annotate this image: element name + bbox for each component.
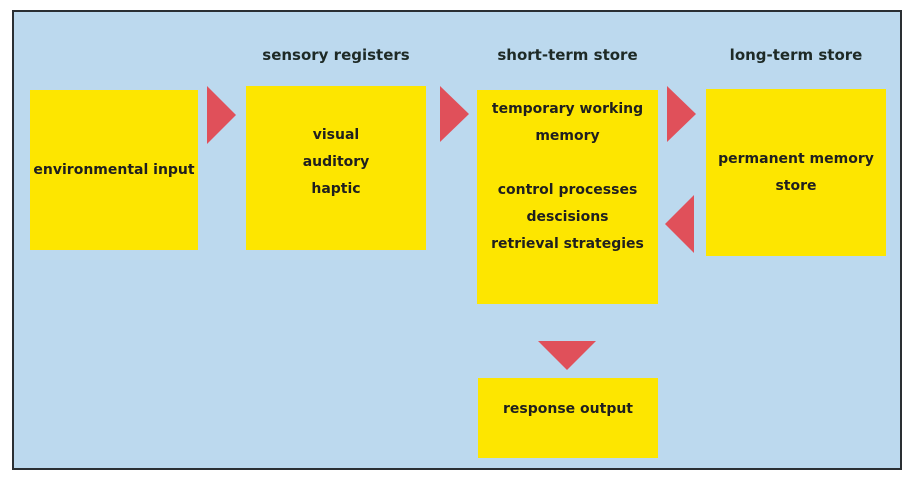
long-term-store-box: permanent memory store (706, 89, 886, 256)
sensory-registers-box: visual auditory haptic (246, 86, 426, 250)
environmental-input-label: environmental input (33, 161, 195, 178)
response-output-label: response output (503, 401, 633, 417)
header-sensory-registers: sensory registers (262, 46, 410, 64)
sensory-auditory-label: auditory (302, 154, 370, 170)
short-term-memory-label: memory (535, 128, 600, 144)
environmental-input-box: environmental input (30, 90, 198, 250)
long-term-permanent-label: permanent memory (718, 150, 874, 167)
sensory-haptic-label: haptic (311, 181, 361, 197)
response-output-box: response output (478, 378, 658, 458)
header-short-term-store: short-term store (497, 46, 638, 64)
sensory-visual-label: visual (312, 127, 360, 143)
short-term-retrieval-label: retrieval strategies (491, 236, 644, 252)
short-term-decisions-label: descisions (526, 209, 609, 225)
short-term-store-box: temporary working memory control process… (477, 90, 658, 304)
header-long-term-store: long-term store (729, 46, 863, 64)
long-term-store-label: store (775, 177, 817, 194)
short-term-working-label: temporary working (491, 101, 644, 117)
short-term-control-label: control processes (497, 182, 638, 198)
